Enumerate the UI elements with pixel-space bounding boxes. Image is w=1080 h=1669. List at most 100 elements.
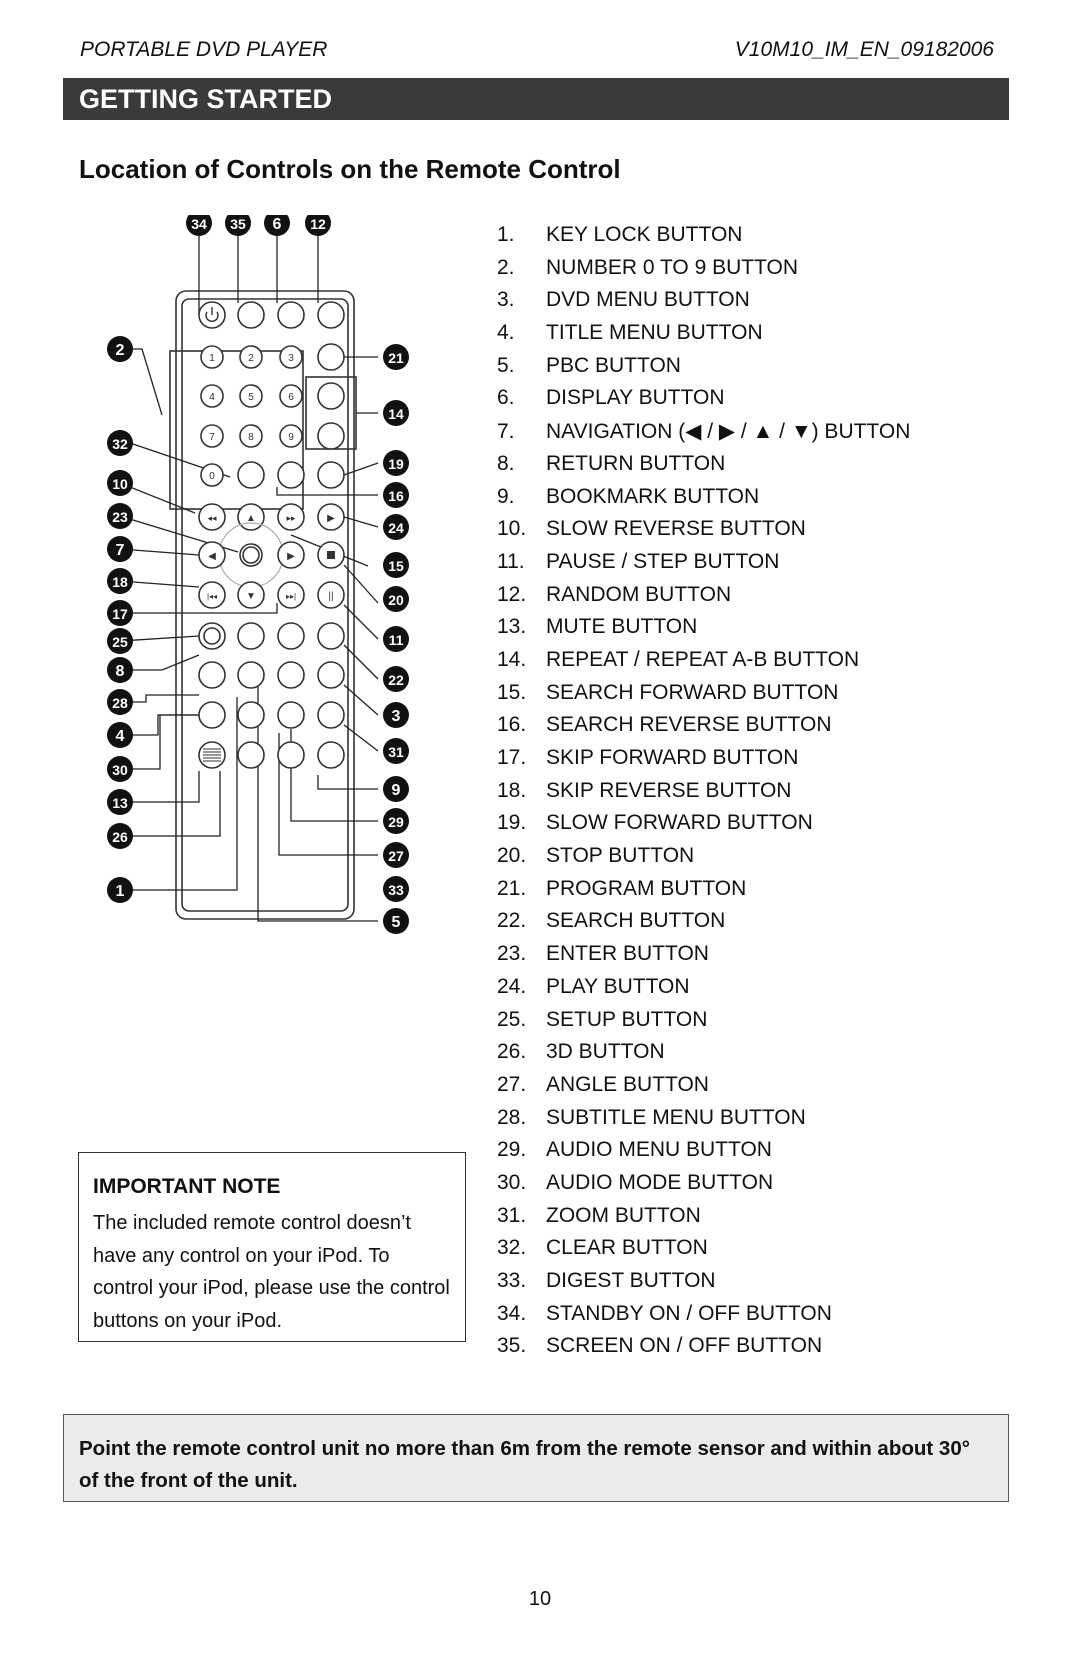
control-number: 8. xyxy=(497,451,515,475)
control-list-item: 34.STANDBY ON / OFF BUTTON xyxy=(497,1302,910,1335)
callout-badge-23 xyxy=(107,503,133,529)
control-number: 11. xyxy=(497,549,525,573)
control-label: RETURN BUTTON xyxy=(546,451,726,475)
control-label: NAVIGATION (◀ / ▶ / ▲ / ▼) BUTTON xyxy=(546,420,911,444)
callout-badge-13 xyxy=(107,789,133,815)
control-list-item: 2. NUMBER 0 TO 9 BUTTON xyxy=(497,256,910,289)
control-label: SEARCH BUTTON xyxy=(546,909,726,933)
control-number: 28. xyxy=(497,1105,527,1129)
callout-number-4: 4 xyxy=(116,728,125,745)
control-number: 24. xyxy=(497,974,527,998)
callout-number-29: 29 xyxy=(388,814,404,830)
row-b-button-0 xyxy=(198,661,226,689)
callout-badge-3 xyxy=(383,702,409,728)
callout-badge-21 xyxy=(383,344,409,370)
callout-badge-35 xyxy=(225,215,251,236)
callout-leader xyxy=(343,564,379,604)
control-list-item: 30.AUDIO MODE BUTTON xyxy=(497,1171,910,1204)
callout-badge-18 xyxy=(107,568,133,594)
callout-number-2: 2 xyxy=(116,342,125,359)
control-label: DIGEST BUTTON xyxy=(546,1269,716,1292)
number-5-button xyxy=(239,384,263,408)
control-label: SEARCH FORWARD BUTTON xyxy=(546,680,839,704)
control-label: PAUSE / STEP BUTTON xyxy=(546,549,780,573)
control-label: ENTER BUTTON xyxy=(546,942,709,966)
number-4-label: 4 xyxy=(209,392,215,403)
page-number: 10 xyxy=(528,1588,552,1610)
callout-leaders xyxy=(119,223,379,922)
callout-badge-15 xyxy=(383,552,409,578)
callout-number-33: 33 xyxy=(388,882,404,898)
control-list-item: 13.MUTE BUTTON xyxy=(497,615,910,648)
callout-leader xyxy=(317,775,378,790)
control-number: 4. xyxy=(497,321,515,345)
callout-number-23: 23 xyxy=(112,509,128,525)
number-5-label: 5 xyxy=(248,392,254,403)
number-8-button xyxy=(239,424,263,448)
number-8-label: 8 xyxy=(248,432,254,443)
control-label: DISPLAY BUTTON xyxy=(546,386,725,410)
control-label: AUDIO MENU BUTTON xyxy=(546,1138,772,1162)
control-list-item: 24. PLAY BUTTON xyxy=(497,975,910,1008)
control-number: 25. xyxy=(497,1007,527,1031)
callout-leader xyxy=(343,516,379,528)
control-label: PLAY BUTTON xyxy=(546,974,690,998)
control-label: ANGLE BUTTON xyxy=(546,1072,709,1096)
callout-badge-33 xyxy=(383,876,409,902)
control-list-item: 1.KEY LOCK BUTTON xyxy=(497,223,910,256)
callout-badge-16 xyxy=(383,482,409,508)
number-6-label: 6 xyxy=(288,392,294,403)
number-2-button xyxy=(239,345,263,369)
enter-inner xyxy=(242,546,260,564)
control-number: 26. xyxy=(497,1040,527,1064)
row-d-button-3 xyxy=(317,741,345,769)
search-forward-icon: ▸▸ xyxy=(286,513,296,523)
remote-range-tip-box: Point the remote control unit no more th… xyxy=(63,1414,1009,1502)
section-bar: GETTING STARTED xyxy=(63,78,1009,120)
remote-range-tip-text: Point the remote control unit no more th… xyxy=(79,1437,970,1492)
control-number: 5. xyxy=(497,353,515,377)
control-label: KEY LOCK BUTTON xyxy=(546,223,743,246)
control-list-item: 14.REPEAT / REPEAT A-B BUTTON xyxy=(497,648,910,681)
callout-leader xyxy=(343,724,379,752)
row-d-button-1 xyxy=(237,741,265,769)
control-label: SKIP REVERSE BUTTON xyxy=(546,778,792,802)
number-0-button xyxy=(200,463,224,487)
control-number: 29. xyxy=(497,1138,527,1162)
repeat-ab-button xyxy=(317,422,345,450)
callout-number-21: 21 xyxy=(388,350,404,366)
control-label: PBC BUTTON xyxy=(546,353,681,377)
number-7-label: 7 xyxy=(209,432,215,443)
control-label: REPEAT / REPEAT A-B BUTTON xyxy=(546,647,860,671)
callout-badge-5 xyxy=(383,908,409,934)
callout-badge-26 xyxy=(107,823,133,849)
important-note-title: IMPORTANT NOTE xyxy=(93,1175,281,1198)
callout-badge-12 xyxy=(305,215,331,236)
callout-badge-8 xyxy=(107,657,133,683)
callout-badge-2 xyxy=(107,336,133,362)
callout-number-22: 22 xyxy=(388,672,404,688)
callout-number-12: 12 xyxy=(310,216,326,232)
callout-number-8: 8 xyxy=(116,663,125,680)
callout-leader xyxy=(343,644,379,680)
control-label: TITLE MENU BUTTON xyxy=(546,321,763,345)
callout-number-27: 27 xyxy=(388,848,404,864)
control-number: 2. xyxy=(497,255,515,279)
control-number: 15. xyxy=(497,680,527,704)
callout-number-17: 17 xyxy=(112,606,128,622)
callout-badge-4 xyxy=(107,722,133,748)
control-label: STOP BUTTON xyxy=(546,844,695,868)
control-label: NUMBER 0 TO 9 BUTTON xyxy=(546,255,799,279)
callout-number-35: 35 xyxy=(230,216,246,232)
right-button xyxy=(277,541,305,569)
callout-leader xyxy=(120,654,200,671)
callout-leader xyxy=(119,580,200,588)
program-button xyxy=(317,343,345,371)
control-label: STANDBY ON / OFF BUTTON xyxy=(546,1301,832,1325)
clear-button xyxy=(237,461,265,489)
callout-badge-1 xyxy=(107,877,133,903)
callout-badge-17 xyxy=(107,600,133,626)
callout-badge-20 xyxy=(383,586,409,612)
